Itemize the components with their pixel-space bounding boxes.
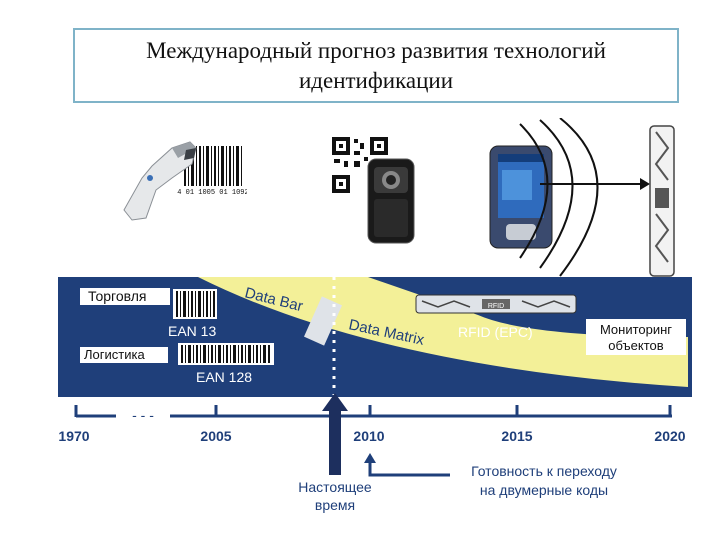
pda-device xyxy=(490,146,552,248)
label-rfid: RFID (EPC) xyxy=(458,324,533,340)
present-label-line2: время xyxy=(315,497,355,513)
year-2010: 2010 xyxy=(353,428,384,444)
year-1970: 1970 xyxy=(58,428,89,444)
roadmap-timeline: Торговля EAN 13 Логистика EAN 128 Data B… xyxy=(58,277,692,520)
ean13-barcode xyxy=(173,289,217,319)
slide-title: Международный прогноз развития технологи… xyxy=(73,28,679,103)
axis-break-mark: - - - xyxy=(132,407,154,423)
label-logistics-box: Логистика xyxy=(80,347,168,363)
label-trade: Торговля xyxy=(88,288,146,304)
barcode-scanner-image: 4 01 1005 01 1092 xyxy=(112,128,247,228)
label-ean13: EAN 13 xyxy=(168,323,216,339)
label-logistics: Логистика xyxy=(84,347,145,362)
label-monitoring-line2: объектов xyxy=(608,338,663,353)
title-line-1: Международный прогноз развития технологи… xyxy=(75,36,677,66)
readiness-label-line2: на двумерные коды xyxy=(480,482,608,498)
rfid-tag-horizontal: RFID xyxy=(416,295,576,313)
label-ean128: EAN 128 xyxy=(196,369,252,385)
year-2015: 2015 xyxy=(501,428,532,444)
title-line-2: идентификации xyxy=(75,66,677,96)
rfid-tag-vertical xyxy=(650,126,674,276)
phone-qr-image xyxy=(330,135,420,245)
pda-rfid-reader-image xyxy=(480,118,710,278)
rfid-tag-text: RFID xyxy=(488,303,504,310)
readiness-label-line1: Готовность к переходу xyxy=(471,463,617,479)
mobile-phone xyxy=(368,159,414,243)
barcode-number: 4 01 1005 01 1092 xyxy=(177,189,247,197)
label-monitoring-line1: Мониторинг xyxy=(600,322,672,337)
signal-arrow xyxy=(540,178,650,190)
ean128-barcode xyxy=(178,343,274,365)
label-monitoring-box: Мониторинг объектов xyxy=(586,319,686,355)
year-2020: 2020 xyxy=(654,428,685,444)
label-trade-box: Торговля xyxy=(80,288,170,305)
present-label-line1: Настоящее xyxy=(298,479,372,495)
year-2005: 2005 xyxy=(200,428,231,444)
